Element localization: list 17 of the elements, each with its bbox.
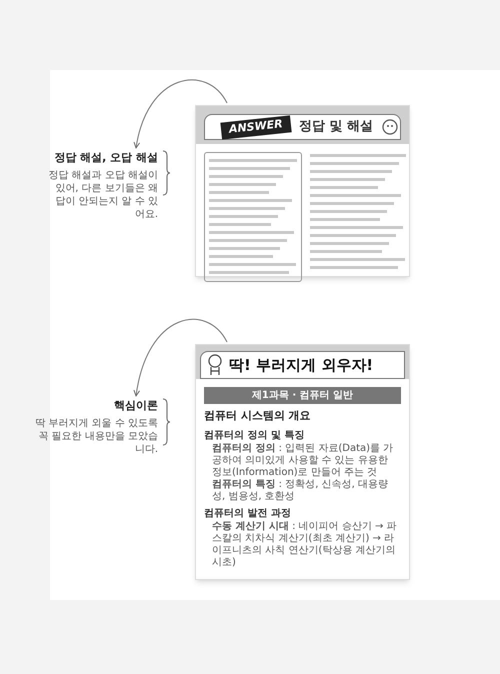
callout-description: 정답 해설과 오답 해설이 있어, 다른 보기들은 왜 답이 안되는지 알 수 있어요.: [48, 168, 158, 220]
subsection-heading: 컴퓨터의 발전 과정: [204, 506, 292, 520]
chapter-bar: 제1과목 · 컴퓨터 일반: [204, 387, 401, 404]
page-heading: 딱! 부러지게 외우자!: [229, 354, 374, 376]
answer-tag: ANSWER: [220, 115, 292, 139]
curved-arrow: [134, 319, 228, 396]
theory-page: [195, 344, 410, 580]
bullet-text: 수동 계산기 시대 : 네이피어 승산기 → 파스칼의 치차식 계산기(최초 계산기) → 라이프니츠의 사칙 연산기(탁상용 계산기의 시초): [211, 520, 398, 568]
callout-title: 정답 해설, 오답 해설: [54, 150, 158, 166]
callout-title: 핵심이론: [114, 398, 158, 414]
curved-arrow: [134, 80, 228, 148]
bullet-text: 컴퓨터의 정의 : 입력된 자료(Data)를 가공하여 의미있게 사용할 수 있는 유용한 정보(Information)로 만들어 주는 것: [211, 442, 394, 478]
subsection-heading: 컴퓨터의 정의 및 특징: [204, 428, 306, 442]
bullet-text: 컴퓨터의 특징 : 정확성, 신속성, 대용량성, 범용성, 호환성: [211, 478, 389, 502]
section-heading: 컴퓨터 시스템의 개요: [204, 408, 312, 424]
callout-description: 딱 부러지게 외울 수 있도록 꼭 필요한 내용만을 모았습니다.: [34, 416, 158, 456]
page-heading: 정답 및 해설: [298, 118, 373, 136]
